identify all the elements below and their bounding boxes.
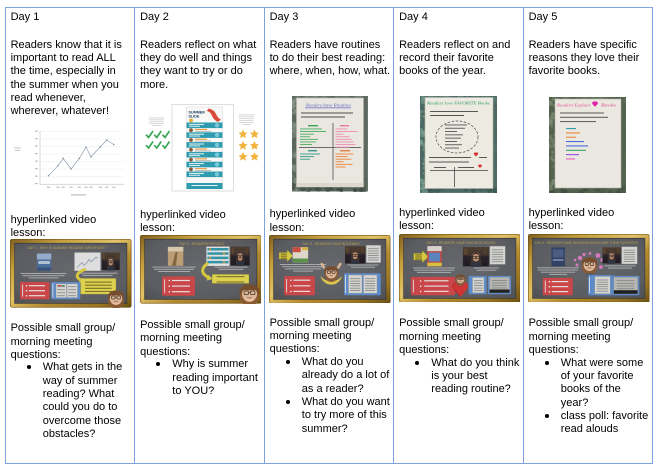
svg-text:DAY 1 - WHY IS SUMMER READING: DAY 1 - WHY IS SUMMER READING IMPORTANT?	[27, 246, 106, 250]
svg-text:Books: Books	[600, 102, 616, 107]
svg-text:DAY 5 - READERS HAVE REASONS B: DAY 5 - READERS HAVE REASONS BOOKS ARE T…	[535, 241, 638, 245]
svg-text:Readers have Routines: Readers have Routines	[305, 103, 352, 108]
svg-text:DAY 3 - READERS HAVE ROUTINES: DAY 3 - READERS HAVE ROUTINES	[302, 242, 360, 246]
svg-text:DAY 2 - READERS REFLECT: DAY 2 - READERS REFLECT	[179, 242, 224, 246]
svg-text:Readers Explain: Readers Explain	[555, 102, 589, 107]
svg-text:Readers love FAVORITE Books: Readers love FAVORITE Books	[425, 100, 490, 105]
svg-text:SUMMER: SUMMER	[188, 111, 205, 115]
svg-text:SLIDE: SLIDE	[188, 115, 199, 119]
svg-text:DAY 4 - READERS HAVE FAVORITE: DAY 4 - READERS HAVE FAVORITE BOOKS	[426, 241, 496, 245]
